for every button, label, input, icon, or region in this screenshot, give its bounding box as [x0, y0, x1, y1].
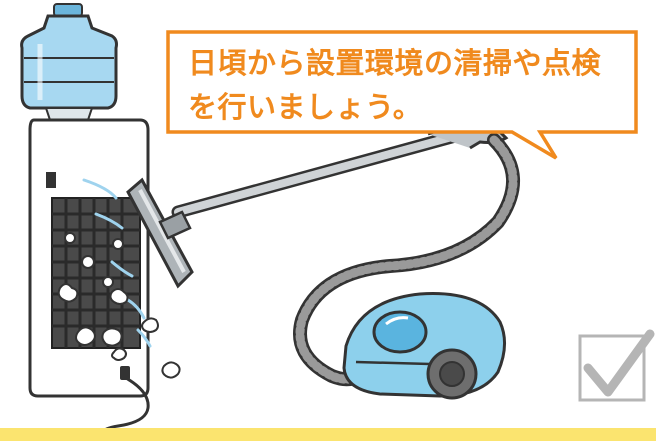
speech-bubble-line-2: を行いましょう。	[188, 90, 423, 124]
speech-bubble-line-1: 日頃から設置環境の清掃や点検	[188, 46, 602, 80]
vacuum-cleaner	[126, 120, 520, 400]
bottom-band	[0, 428, 656, 441]
checkmark-icon	[578, 329, 655, 402]
speech-bubble-text: 日頃から設置環境の清掃や点検 を行いましょう。	[188, 41, 608, 129]
speech-bubble	[166, 30, 638, 160]
water-bottle	[20, 3, 118, 121]
dust-clumps	[57, 232, 181, 379]
